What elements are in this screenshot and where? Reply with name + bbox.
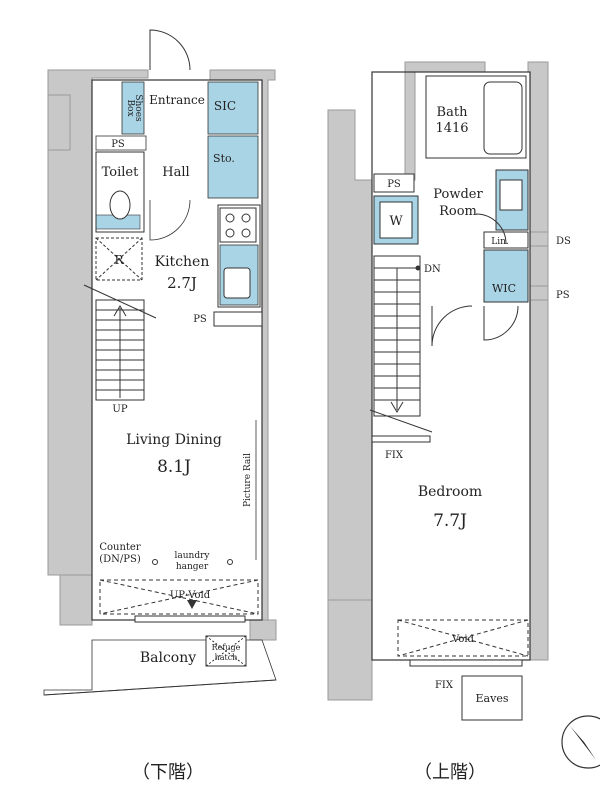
void-arrow-icon [187, 600, 197, 609]
label-balcony: Balcony [140, 650, 196, 666]
upper-wall-left [327, 109, 373, 619]
label-hall: Hall [162, 165, 189, 180]
wic-area [483, 249, 529, 303]
label-box: Box [125, 99, 135, 116]
label-entrance: Entrance [149, 93, 205, 107]
kitchen-counter [217, 204, 261, 308]
label-wic: WIC [492, 282, 516, 295]
label-sto: Sto. [213, 152, 235, 165]
burner-icon [225, 213, 235, 223]
powder-door [475, 213, 507, 245]
lower-void [99, 579, 259, 615]
label-bedroom: Bedroom [418, 484, 482, 500]
upper-window [409, 659, 523, 667]
label-kitchen-size: 2.7J [167, 274, 197, 292]
label-dn: DN [424, 264, 441, 275]
toilet-bowl [109, 190, 131, 220]
washer-box [379, 201, 413, 239]
label-toilet: Toilet [102, 165, 139, 180]
laundry-hook-icon [227, 559, 233, 565]
bedroom-door [431, 305, 473, 347]
label-living-dining: Living Dining [126, 432, 222, 448]
label-fix-bottom: FIX [435, 680, 454, 691]
burner-icon [241, 228, 251, 238]
fix-railing [371, 435, 431, 443]
label-living-size: 8.1J [157, 457, 191, 477]
label-picture-rail: Picture Rail [243, 453, 253, 507]
label-fix-stairs: FIX [385, 450, 404, 461]
label-refuge: Refuge [212, 643, 241, 652]
upper-floor-plan: Bath 1416 PS Powder Room W Lin. DS DN WI… [327, 61, 571, 721]
label-powder: Powder [433, 187, 483, 202]
sic-storage [207, 81, 259, 135]
label-ps-left: PS [387, 179, 401, 190]
label-lin: Lin. [491, 237, 509, 247]
bathtub [483, 81, 523, 155]
lower-stairs [83, 284, 157, 401]
upper-void-cross-b [397, 619, 529, 657]
label-hatch: hatch [215, 653, 238, 662]
upper-interior [371, 71, 531, 661]
stove [219, 207, 257, 243]
hatch-cross-b [205, 635, 247, 667]
label-kitchen: Kitchen [155, 254, 210, 270]
lower-wall-bottom [59, 574, 277, 641]
lower-wall-left-notch [47, 94, 71, 151]
ps-kitchen-box [213, 311, 263, 327]
lower-window [134, 615, 246, 623]
label-hanger: hanger [176, 562, 209, 572]
wic-door [483, 305, 519, 341]
label-eaves: Eaves [476, 692, 509, 705]
label-counter-dn-ps: (DN/PS) [99, 554, 141, 565]
entrance-door [149, 29, 191, 71]
upper-void-cross-a [397, 619, 529, 657]
compass-icon [561, 715, 600, 769]
label-ps-right: PS [556, 290, 570, 301]
caption-lower-floor: （下階） [132, 762, 204, 783]
shoes-box [121, 81, 145, 135]
ps-left-box [373, 173, 415, 193]
label-ds: DS [556, 236, 571, 247]
label-shoes: Shoes [133, 94, 143, 122]
balcony-rail [43, 679, 277, 696]
void-cross-b [99, 579, 259, 615]
upper-stairs [369, 255, 433, 433]
label-bedroom-size: 7.7J [433, 511, 467, 531]
label-sic: SIC [214, 99, 236, 113]
label-bath: Bath [437, 105, 469, 120]
caption-upper-floor: （上階） [414, 762, 486, 783]
eaves-box [461, 675, 523, 721]
label-laundry: laundry [175, 551, 211, 561]
sto-storage [207, 135, 259, 199]
toilet-room [95, 151, 145, 233]
laundry-hook-icon [152, 559, 158, 565]
burner-icon [241, 213, 251, 223]
label-room: Room [439, 204, 477, 219]
ps-top-box [95, 135, 147, 151]
label-washer: W [389, 214, 403, 229]
refrigerator-cross-b [95, 237, 143, 281]
label-refrigerator: R [114, 253, 124, 267]
burner-icon [225, 228, 235, 238]
label-void: Void [451, 634, 475, 645]
label-up: UP [112, 404, 127, 415]
vanity-sink [499, 179, 523, 211]
sink [223, 267, 251, 299]
upper-wall-right [527, 61, 549, 661]
label-up-void: UP·Void [170, 590, 211, 601]
upper-void [397, 619, 529, 657]
label-bath-size: 1416 [435, 121, 468, 136]
label-counter: Counter [99, 542, 140, 553]
hall-door [149, 199, 191, 241]
lower-floor-plan: Shoes Box Entrance SIC PS Toilet Hall St… [43, 29, 277, 696]
upper-wall-bottom-left [327, 599, 373, 701]
label-ps-kitchen: PS [193, 314, 207, 325]
bath-room [425, 75, 527, 159]
label-ps-top: PS [111, 139, 125, 150]
